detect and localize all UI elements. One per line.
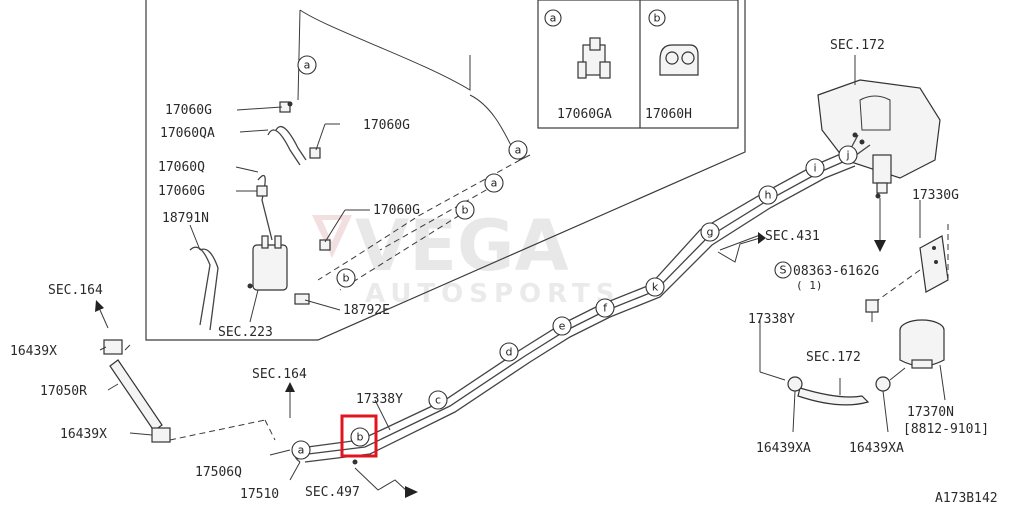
filter-bracket — [877, 220, 949, 301]
canister-assembly — [189, 101, 331, 331]
callout-a-2: a — [508, 140, 528, 160]
label-17370n: 17370N — [907, 405, 954, 420]
svg-text:k: k — [652, 281, 659, 294]
callout-i: i — [805, 158, 825, 178]
callout-f: f — [595, 298, 615, 318]
label-17510: 17510 — [240, 487, 279, 502]
svg-text:f: f — [603, 302, 608, 315]
label-17060qa: 17060QA — [160, 126, 215, 141]
fuel-tank — [817, 79, 941, 194]
engine-detail-frame — [145, 0, 746, 341]
label-bolt-qty: ( 1) — [796, 279, 823, 292]
fuel-filter — [889, 319, 945, 381]
svg-text:b: b — [654, 12, 661, 25]
svg-text:b: b — [343, 272, 350, 285]
hose-17050r — [103, 339, 276, 443]
watermark-sub: AUTOSPORTS — [365, 279, 620, 309]
callout-j: j — [838, 145, 858, 165]
label-17506q: 17506Q — [195, 465, 242, 480]
label-18792e: 18792E — [343, 303, 390, 318]
label-18791n: 18791N — [162, 211, 209, 226]
clip-a-part — [577, 37, 611, 79]
callouts: a a a b b a b c d e f k g h i j a b S — [291, 9, 858, 460]
inset-a-label: 17060GA — [557, 107, 612, 122]
label-sec172-mid: SEC.172 — [806, 350, 861, 365]
callout-b-3: b — [350, 427, 370, 447]
callout-k: k — [645, 277, 665, 297]
callout-b-1: b — [455, 200, 475, 220]
svg-text:S: S — [780, 264, 787, 277]
bolt-symbol: S — [774, 261, 792, 279]
label-17330g: 17330G — [912, 188, 959, 203]
label-17060g-right: 17060G — [373, 203, 420, 218]
callout-a-1: a — [297, 55, 317, 75]
callout-a-3: a — [484, 173, 504, 193]
label-sec497: SEC.497 — [305, 485, 360, 500]
label-17370n-range: [8812-9101] — [903, 422, 989, 437]
highlight-box — [340, 414, 378, 458]
callout-d: d — [499, 342, 519, 362]
label-17060g-low: 17060G — [158, 184, 205, 199]
bolt-part — [865, 299, 879, 322]
callout-e: e — [552, 316, 572, 336]
figure-code: A173B142 — [935, 491, 998, 506]
clip-inset-box: 17060GA 17060H — [537, 0, 739, 129]
svg-text:e: e — [559, 320, 566, 333]
callout-inset-b: b — [648, 9, 666, 27]
callout-h: h — [758, 185, 778, 205]
label-sec431: SEC.431 — [765, 229, 820, 244]
callout-a-4: a — [291, 440, 311, 460]
svg-text:i: i — [813, 162, 816, 175]
label-17060q: 17060Q — [158, 160, 205, 175]
svg-text:b: b — [462, 204, 469, 217]
svg-text:a: a — [298, 444, 305, 457]
label-17060g-mid: 17060G — [363, 118, 410, 133]
callout-g: g — [700, 222, 720, 242]
label-16439xa-b: 16439XA — [849, 441, 904, 456]
part-labels: 17060G 17060QA 17060G 17060Q 17060G 1879… — [10, 38, 989, 502]
svg-text:a: a — [491, 177, 498, 190]
svg-text:h: h — [765, 189, 772, 202]
label-17338y-mid: 17338Y — [356, 392, 403, 407]
label-17060g-top: 17060G — [165, 103, 212, 118]
label-sec172-top: SEC.172 — [830, 38, 885, 53]
label-16439x-top: 16439X — [10, 344, 57, 359]
arrows — [95, 132, 886, 498]
label-17338y-right: 17338Y — [748, 312, 795, 327]
svg-text:a: a — [550, 12, 557, 25]
svg-text:b: b — [357, 431, 364, 444]
svg-text:a: a — [515, 144, 522, 157]
hose-sec172 — [759, 340, 891, 406]
svg-text:a: a — [304, 59, 311, 72]
label-16439xa-a: 16439XA — [756, 441, 811, 456]
label-bolt: 08363-6162G — [793, 264, 879, 279]
svg-text:c: c — [435, 394, 441, 407]
clip-b-part — [659, 44, 699, 76]
inset-b-label: 17060H — [645, 107, 692, 122]
label-sec164-left: SEC.164 — [48, 283, 103, 298]
callout-inset-a: a — [544, 9, 562, 27]
leader-lines — [99, 55, 946, 481]
svg-text:j: j — [845, 149, 849, 162]
callout-c: c — [428, 390, 448, 410]
label-17050r: 17050R — [40, 384, 87, 399]
svg-text:d: d — [506, 346, 513, 359]
label-sec164-mid: SEC.164 — [252, 367, 307, 382]
label-16439x-bot: 16439X — [60, 427, 107, 442]
label-sec223: SEC.223 — [218, 325, 273, 340]
svg-text:g: g — [707, 226, 714, 239]
callout-b-2: b — [336, 268, 356, 288]
watermark: VEGA AUTOSPORTS — [312, 205, 620, 309]
